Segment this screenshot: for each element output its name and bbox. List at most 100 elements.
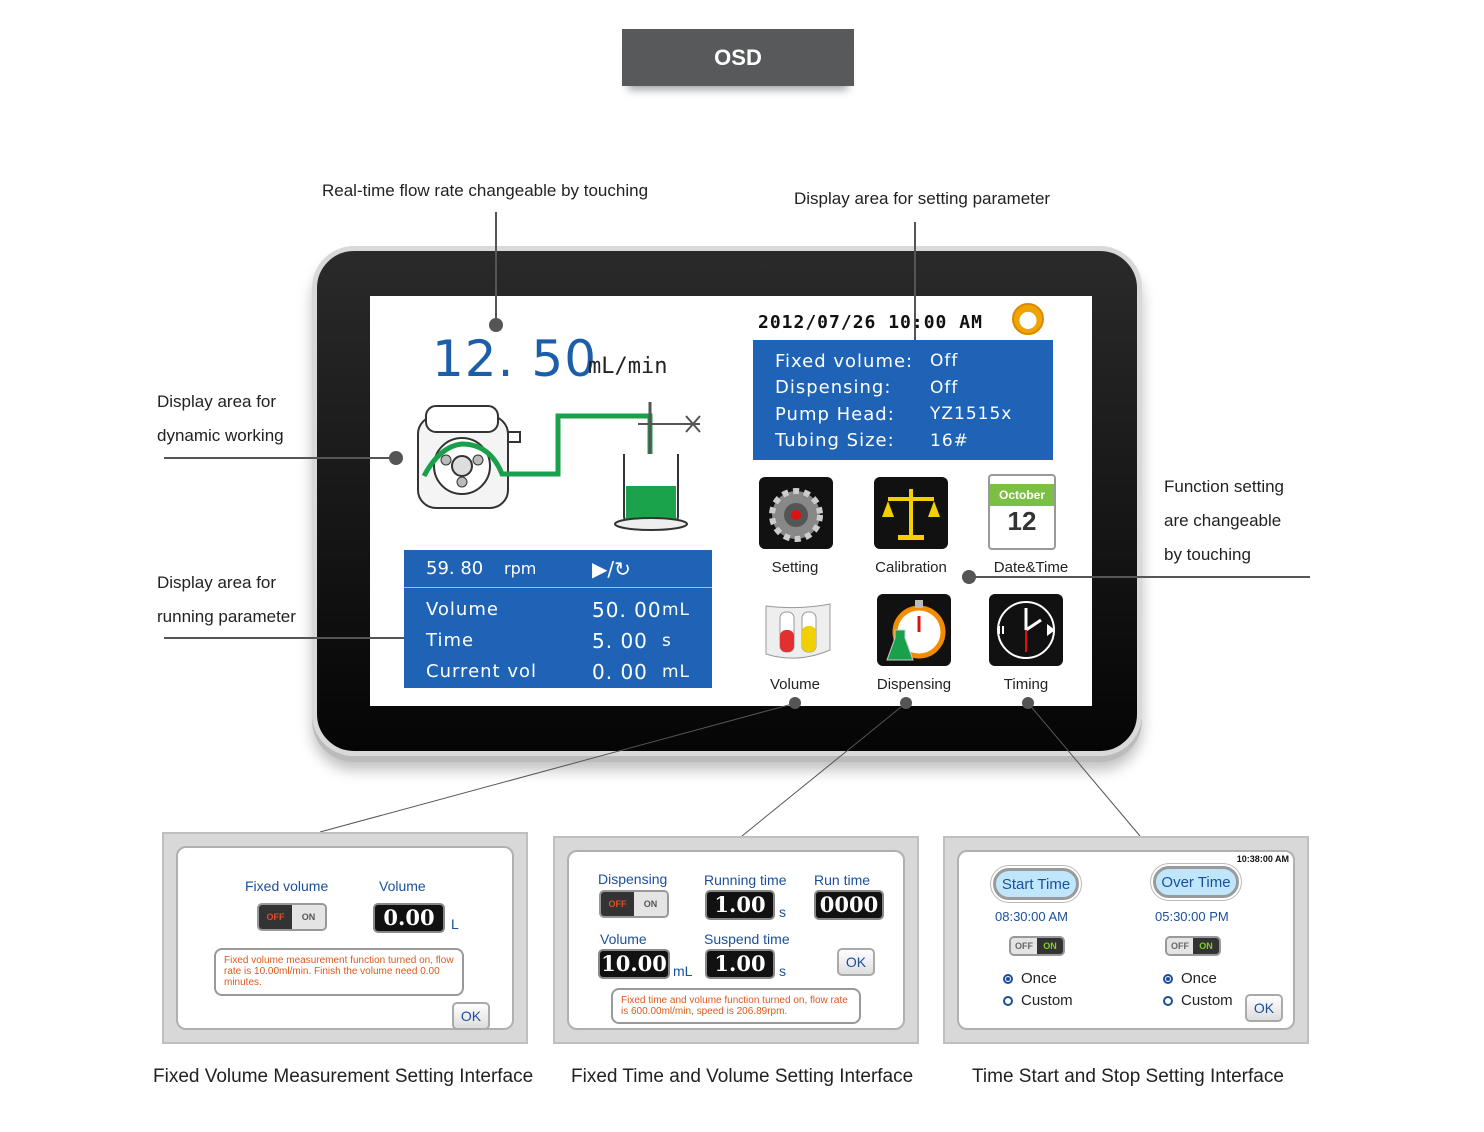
- scale-icon: [882, 489, 940, 540]
- time-ok-button[interactable]: OK: [1245, 994, 1283, 1022]
- flow-rate-value[interactable]: 12. 50: [432, 330, 598, 388]
- param-key: Fixed volume:: [775, 350, 914, 372]
- datetime-label: Date&Time: [993, 559, 1069, 576]
- callout-function-1: Function setting: [1164, 477, 1285, 496]
- param-row-dispensing: Dispensing:Off: [775, 375, 1053, 402]
- over-custom-radio[interactable]: Custom: [1163, 992, 1233, 1009]
- play-rotate-icon[interactable]: ▶/↻: [592, 556, 631, 581]
- callout-dot-dynamic: [389, 451, 403, 465]
- param-value: 16#: [930, 430, 969, 451]
- calibration-label: Calibration: [875, 559, 947, 576]
- pump-head-icon: [417, 405, 521, 509]
- stopwatch-flask-icon: [886, 600, 946, 661]
- time-start-stop-screen: 10:38:00 AM Start Time Over Time 08:30:0…: [957, 850, 1295, 1030]
- start-time-value[interactable]: 08:30:00 AM: [995, 909, 1068, 924]
- param-value: Off: [930, 377, 959, 398]
- over-once-radio[interactable]: Once: [1163, 970, 1217, 987]
- param-row-tubing-size: Tubing Size: 16#: [775, 428, 1053, 455]
- timing-button[interactable]: [989, 594, 1063, 666]
- run-key: Current vol: [426, 661, 537, 682]
- fixed-time-message: Fixed time and volume function turned on…: [611, 988, 861, 1024]
- start-time-button[interactable]: Start Time: [993, 868, 1079, 900]
- test-tubes-icon: [765, 603, 831, 659]
- connector-dot-volume: [789, 697, 801, 709]
- alarm-clock-icon[interactable]: [1012, 303, 1044, 335]
- param-row-fixed-volume: Fixed volume: Off: [775, 348, 1053, 375]
- radio-selected-icon: [1003, 973, 1013, 984]
- setting-parameter-panel: Fixed volume: Off Dispensing:Off Pump Hea…: [753, 340, 1053, 460]
- over-time-toggle[interactable]: OFF ON: [1165, 936, 1221, 956]
- start-custom-radio[interactable]: Custom: [1003, 992, 1073, 1009]
- running-time-label: Running time: [704, 872, 787, 888]
- toggle-on: ON: [292, 905, 325, 929]
- dispensing-label-sub: Dispensing: [598, 871, 668, 887]
- pump-working-diagram: [417, 402, 701, 531]
- dispensing-label: Dispensing: [876, 676, 952, 693]
- running-time-box[interactable]: 1.00: [705, 890, 775, 920]
- callout-flow-rate: Real-time flow rate changeable by touchi…: [322, 181, 649, 200]
- run-value: 50. 00: [592, 597, 662, 622]
- callout-function-2: are changeable: [1164, 511, 1282, 530]
- fixed-volume-ok-button[interactable]: OK: [452, 1002, 490, 1030]
- suspend-time-box[interactable]: 1.00: [705, 949, 775, 979]
- calendar-month: October: [990, 484, 1054, 506]
- callout-setting-param: Display area for setting parameter: [794, 189, 1051, 208]
- run-unit: mL: [662, 661, 691, 682]
- calibration-button[interactable]: [874, 477, 948, 549]
- volume-button[interactable]: [760, 594, 834, 666]
- start-once-radio[interactable]: Once: [1003, 970, 1057, 987]
- suspend-time-label: Suspend time: [704, 931, 790, 947]
- callout-dot-function: [962, 570, 976, 584]
- setting-label: Setting: [771, 559, 819, 576]
- fixed-time-screen: Dispensing Running time Run time OFF ON …: [567, 850, 905, 1030]
- volume-unit-sub: L: [451, 916, 459, 932]
- radio-label: Once: [1181, 970, 1217, 987]
- fixed-volume-toggle[interactable]: OFF ON: [257, 903, 327, 931]
- time-caption: Time Start and Stop Setting Interface: [972, 1066, 1284, 1087]
- connector-dot-timing: [1022, 697, 1034, 709]
- callout-line-setting: [914, 222, 916, 380]
- toggle-off: OFF: [601, 892, 634, 916]
- panel-clock: 10:38:00 AM: [1236, 854, 1289, 864]
- fixed-volume-label: Fixed volume: [245, 878, 329, 894]
- fixed-time-ok-button[interactable]: OK: [837, 948, 875, 976]
- toggle-on: ON: [1037, 938, 1063, 954]
- setting-button[interactable]: [759, 477, 833, 549]
- fixed-volume-caption: Fixed Volume Measurement Setting Interfa…: [153, 1066, 534, 1087]
- param-value: YZ1515x: [930, 404, 1013, 425]
- volume-box[interactable]: 10.00: [598, 949, 670, 979]
- run-time-box[interactable]: 0000: [814, 890, 884, 920]
- over-time-value[interactable]: 05:30:00 PM: [1155, 909, 1229, 924]
- callout-line-running: [164, 637, 578, 639]
- radio-icon: [1163, 995, 1173, 1006]
- start-time-toggle[interactable]: OFF ON: [1009, 936, 1065, 956]
- param-row-pump-head: Pump Head: YZ1515x: [775, 401, 1053, 428]
- callout-dot-flow: [489, 318, 503, 332]
- dispensing-toggle[interactable]: OFF ON: [599, 890, 669, 918]
- callout-running-2: running parameter: [157, 607, 296, 626]
- osd-badge: OSD: [622, 29, 854, 86]
- fixed-volume-screen: Fixed volume Volume OFF ON 0.00 L Fixed …: [176, 846, 514, 1030]
- running-time-unit: s: [779, 904, 786, 920]
- fixed-time-caption: Fixed Time and Volume Setting Interface: [571, 1066, 914, 1087]
- flow-rate-unit: mL/min: [588, 354, 668, 379]
- toggle-off: OFF: [259, 905, 292, 929]
- gear-icon: [769, 488, 823, 542]
- toggle-on: ON: [634, 892, 667, 916]
- radio-label: Once: [1021, 970, 1057, 987]
- param-key: Tubing Size:: [775, 430, 895, 452]
- volume-value-box[interactable]: 0.00: [373, 903, 445, 933]
- screen-datetime: 2012/07/26 10:00 AM: [758, 312, 983, 333]
- over-time-button[interactable]: Over Time: [1153, 866, 1239, 898]
- datetime-button[interactable]: October 12: [988, 474, 1056, 550]
- radio-selected-icon: [1163, 973, 1173, 984]
- run-time-label: Run time: [814, 872, 871, 888]
- radio-label: Custom: [1181, 992, 1233, 1009]
- timing-label: Timing: [1003, 676, 1049, 693]
- param-key: Pump Head:: [775, 403, 895, 425]
- dispensing-button[interactable]: [877, 594, 951, 666]
- param-value: Off: [930, 351, 959, 372]
